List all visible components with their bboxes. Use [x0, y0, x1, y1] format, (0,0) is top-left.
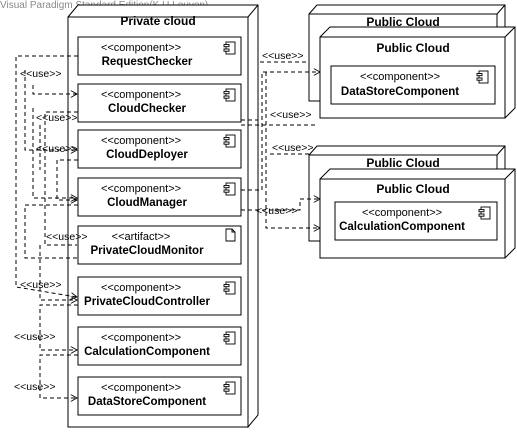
component-stereotype: <<component>> — [101, 42, 181, 54]
component-icon — [223, 182, 236, 196]
artifact-private-cloud-monitor[interactable]: <<artifact>> PrivateCloudMonitor — [77, 225, 242, 265]
component-stereotype: <<component>> — [101, 183, 181, 195]
component-icon — [223, 41, 236, 55]
component-name: PrivateCloudController — [84, 296, 210, 308]
component-name: CloudManager — [107, 197, 187, 209]
use-label: <<use>> — [262, 50, 303, 62]
component-stereotype: <<component>> — [362, 207, 442, 219]
component-name: DataStoreComponent — [341, 86, 459, 98]
public-cloud-node-bottom-front[interactable]: Public Cloud <<component>> CalculationCo… — [319, 168, 516, 259]
public-datastore-component[interactable]: <<component>> DataStoreComponent — [330, 65, 496, 105]
public-cloud-title: Public Cloud — [376, 182, 449, 196]
use-label: <<use>> — [36, 112, 77, 124]
component-request-checker[interactable]: <<component>> RequestChecker — [77, 36, 242, 76]
component-name: DataStoreComponent — [88, 396, 206, 408]
component-cloud-deployer[interactable]: <<component>> CloudDeployer — [77, 129, 242, 169]
artifact-name: PrivateCloudMonitor — [90, 245, 204, 257]
component-icon — [223, 281, 236, 295]
component-stereotype: <<component>> — [101, 135, 181, 147]
public-cloud-title: Public Cloud — [366, 15, 439, 29]
component-datastore[interactable]: <<component>> DataStoreComponent — [77, 376, 242, 416]
component-name: CloudChecker — [108, 103, 186, 115]
component-stereotype: <<component>> — [101, 332, 181, 344]
component-calculation[interactable]: <<component>> CalculationComponent — [77, 326, 242, 366]
use-label: <<use>> — [272, 142, 313, 154]
component-stereotype: <<component>> — [360, 71, 440, 83]
component-stereotype: <<component>> — [101, 382, 181, 394]
use-label: <<use>> — [256, 205, 297, 217]
component-name: CalculationComponent — [339, 221, 465, 233]
component-icon — [223, 88, 236, 102]
component-cloud-manager[interactable]: <<component>> CloudManager — [77, 177, 242, 217]
dependency-lines-left — [15, 55, 78, 398]
component-name: CloudDeployer — [106, 149, 188, 161]
use-label: <<use>> — [20, 68, 61, 80]
component-name: CalculationComponent — [84, 346, 210, 358]
public-calculation-component[interactable]: <<component>> CalculationComponent — [334, 201, 498, 241]
use-label: <<use>> — [46, 231, 87, 243]
artifact-stereotype: <<artifact>> — [112, 231, 171, 243]
component-icon — [223, 331, 236, 345]
use-label: <<use>> — [14, 381, 55, 393]
component-name: RequestChecker — [102, 56, 193, 68]
component-stereotype: <<component>> — [101, 282, 181, 294]
use-labels: <<use>> <<use>> <<use>> <<use>> <<use>> … — [14, 50, 313, 393]
component-icon — [223, 134, 236, 148]
component-icon — [478, 206, 491, 220]
artifact-icon — [225, 228, 236, 242]
component-private-cloud-controller[interactable]: <<component>> PrivateCloudController — [77, 276, 242, 316]
use-label: <<use>> — [270, 109, 311, 121]
use-label: <<use>> — [20, 279, 61, 291]
component-icon — [223, 381, 236, 395]
public-cloud-title: Public Cloud — [376, 41, 449, 55]
dependency-lines-right — [241, 61, 320, 228]
component-cloud-checker[interactable]: <<component>> CloudChecker — [77, 83, 242, 123]
private-cloud-title: Private cloud — [120, 14, 195, 28]
public-cloud-node-top-front[interactable]: Public Cloud <<component>> DataStoreComp… — [319, 26, 516, 119]
use-label: <<use>> — [14, 331, 55, 343]
component-icon — [476, 70, 489, 84]
public-cloud-title: Public Cloud — [366, 156, 439, 170]
use-label: <<use>> — [36, 143, 77, 155]
component-stereotype: <<component>> — [101, 89, 181, 101]
